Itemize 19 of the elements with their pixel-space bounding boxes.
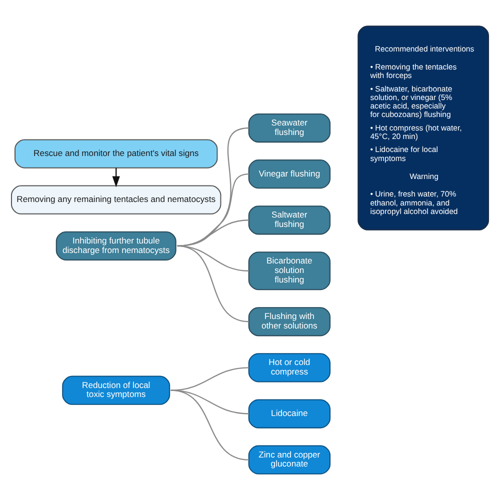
node-box: Rescue and monitor the patient's vital signs [14, 139, 218, 168]
node-box: Seawater flushing [248, 113, 331, 143]
connector [176, 220, 249, 246]
node-box: Bicarbonate solution flushing [248, 252, 331, 290]
node-box: Hot or cold compress [248, 353, 331, 382]
node-box: Vinegar flushing [248, 160, 331, 189]
connector [176, 174, 249, 246]
connector [176, 245, 249, 322]
connector [170, 390, 249, 460]
connector [176, 127, 249, 246]
node-box: Removing any remaining tentacles and nematocysts [10, 185, 222, 214]
node-box: Inhibiting further tubule discharge from nematocysts [56, 231, 176, 260]
connector [170, 367, 249, 391]
node-box: Recommended interventions • Removing the tentacles with forceps • Saltwater, bicarbonate solution, or vinegar (5% acetic acid, especially for cubozoans) flushing • Hot compress (hot water, 45°C, 20 min) • Lidocaine for local symptoms Warning • Urine, fresh water, 70% ethanol, ammonia, and isopropyl alcohol avoided [358, 26, 490, 230]
node-box: Zinc and copper gluconate [248, 445, 331, 474]
node-box: Flushing with other solutions [248, 307, 331, 336]
node-box: Reduction of local toxic symptoms [62, 376, 170, 405]
node-box: Lidocaine [248, 399, 331, 428]
node-box: Saltwater flushing [248, 206, 331, 235]
